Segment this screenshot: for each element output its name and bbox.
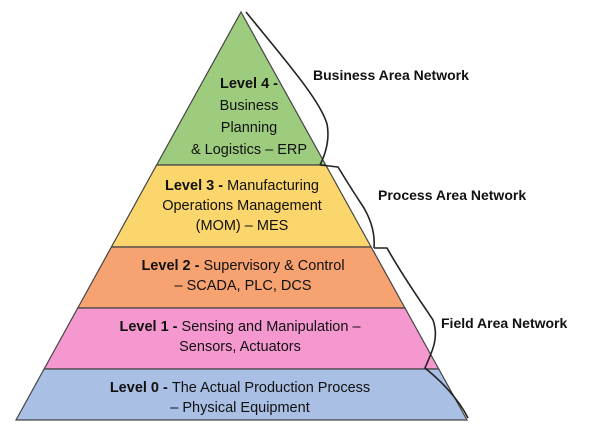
level-2-line-0-seg-0: Level 2 - [141, 258, 203, 274]
field-area-network-label: Field Area Network [441, 315, 568, 331]
level-3-line-0-seg-1: Manufacturing [227, 178, 319, 194]
business-area-brace [245, 11, 329, 166]
level-1-line-0: Level 1 - Sensing and Manipulation – [119, 319, 361, 335]
level-4-line-2-seg-0: Planning [221, 120, 277, 136]
level-1-line-0-seg-1: Sensing and Manipulation – [182, 319, 362, 335]
level-2-line-1: – SCADA, PLC, DCS [175, 278, 312, 294]
level-4-line-1-seg-0: Business [220, 98, 279, 114]
level-4-line-3-seg-0: & Logistics – ERP [191, 142, 307, 158]
level-4-line-0: Level 4 - [220, 76, 278, 92]
level-1-line-1-seg-0: Sensors, Actuators [179, 339, 301, 355]
level-0-line-0-seg-1: The Actual Production Process [172, 380, 370, 396]
level-3-line-1: Operations Management [162, 198, 322, 214]
level-0-line-0: Level 0 - The Actual Production Process [110, 380, 370, 396]
business-area-network-label: Business Area Network [313, 67, 469, 83]
level-4-line-0-seg-0: Level 4 - [220, 76, 278, 92]
level-3-line-0: Level 3 - Manufacturing [165, 178, 319, 194]
field-area-brace [374, 247, 469, 419]
level-2-line-0: Level 2 - Supervisory & Control [141, 258, 344, 274]
process-area-network-label: Process Area Network [378, 187, 526, 203]
level-3-line-0-seg-0: Level 3 - [165, 178, 227, 194]
level-1-line-1: Sensors, Actuators [179, 339, 301, 355]
level-4-line-2: Planning [221, 120, 277, 136]
level-0-tier [14, 368, 469, 421]
level-2-line-0-seg-1: Supervisory & Control [204, 258, 345, 274]
level-0-line-1-seg-0: – Physical Equipment [170, 400, 309, 416]
process-area-brace [319, 164, 375, 249]
level-3-line-1-seg-0: Operations Management [162, 198, 322, 214]
level-0-line-0-seg-0: Level 0 - [110, 380, 172, 396]
level-0-line-1: – Physical Equipment [170, 400, 309, 416]
level-3-line-2: (MOM) – MES [196, 218, 289, 234]
level-4-line-3: & Logistics – ERP [191, 142, 307, 158]
level-2-line-1-seg-0: – SCADA, PLC, DCS [175, 278, 312, 294]
level-1-line-0-seg-0: Level 1 - [119, 319, 181, 335]
level-4-line-1: Business [220, 98, 279, 114]
level-3-line-2-seg-0: (MOM) – MES [196, 218, 289, 234]
